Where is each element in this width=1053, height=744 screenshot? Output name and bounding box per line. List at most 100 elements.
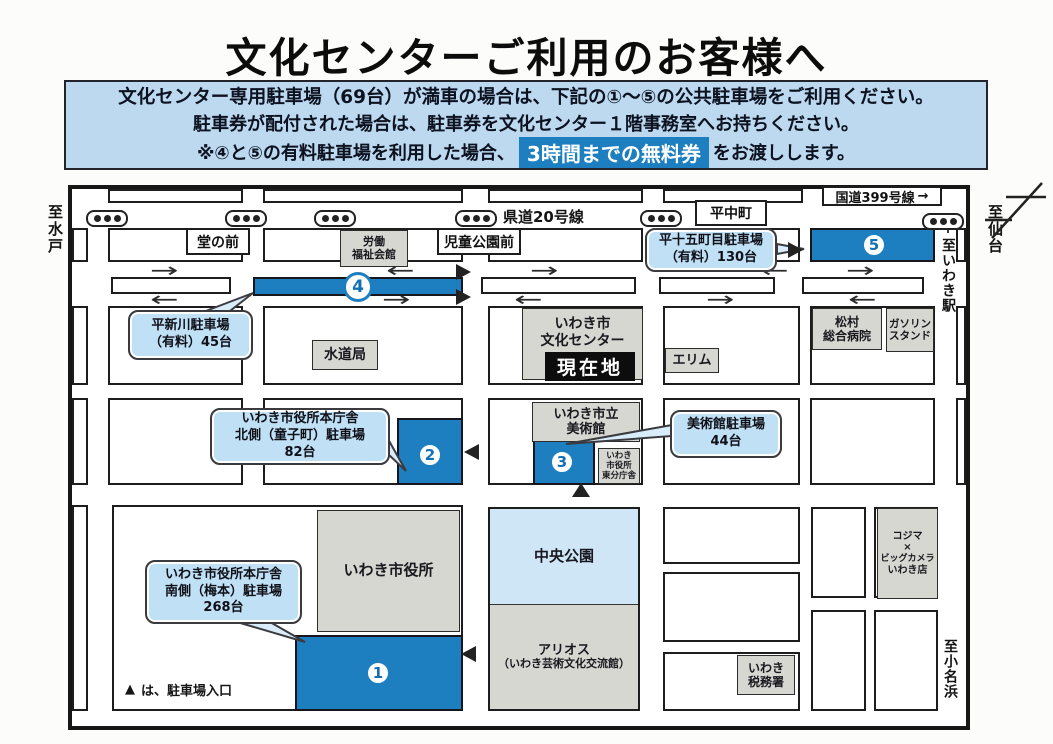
parking-number-1: 1 — [365, 660, 391, 686]
direction-onahama: 至小名浜 — [942, 639, 958, 699]
road-median — [111, 277, 231, 294]
parking-number-3: 3 — [549, 449, 575, 475]
parking-number-2: 2 — [417, 442, 443, 468]
building-label: いわき市 — [554, 316, 611, 332]
oneway-arrow-right: → — [706, 287, 735, 311]
building-suidokyoku: 水道局 — [312, 340, 378, 370]
city-block — [488, 189, 643, 203]
entrance-triangle-up — [572, 483, 590, 497]
road-label-kendo20: 県道20号線 — [503, 208, 584, 226]
building-label: アリオス — [537, 642, 590, 658]
callout-parking-2: いわき市役所本庁舎 北側（童子町）駐車場 82台 — [210, 408, 390, 465]
building-label: （いわき芸術文化交流館） — [498, 657, 630, 671]
building-label: エリム — [672, 352, 712, 368]
building-tax-office: いわき 税務署 — [737, 655, 795, 695]
direction-iwaki-station: ↑至いわき駅 — [940, 221, 956, 313]
oneway-arrow-right: → — [530, 258, 559, 282]
callout-line: 北側（童子町）駐車場 — [234, 428, 365, 444]
callout-line: 平新川駐車場 — [151, 318, 230, 334]
city-block — [663, 306, 800, 385]
building-alios: アリオス （いわき芸術文化交流館） — [490, 604, 638, 709]
road-median — [481, 277, 636, 294]
city-block — [810, 398, 935, 485]
entrance-triangle-left — [461, 646, 476, 662]
traffic-light-icon — [86, 210, 128, 227]
building-elim: エリム — [665, 348, 719, 373]
callout-line: 44台 — [710, 434, 742, 449]
callout-line: 美術館駐車場 — [686, 417, 765, 433]
intersection-donomae: 堂の前 — [186, 228, 250, 255]
traffic-light-icon — [314, 210, 356, 227]
entrance-triangle-icon: ▲ — [125, 682, 135, 697]
road-label-kokudo399: 国道399号線 → — [822, 186, 942, 206]
city-block — [663, 507, 800, 564]
notice-line-3-prefix: ※④と⑤の有料駐車場を利用した場合、 — [196, 143, 515, 164]
traffic-light-icon — [640, 210, 682, 227]
road-median — [659, 277, 775, 294]
entrance-triangle-right — [456, 289, 471, 305]
intersection-jidokoenmae: 児童公園前 — [437, 228, 521, 255]
map-legend: ▲ は、駐車場入口 — [125, 680, 232, 699]
callout-parking-5: 平十五町目駐車場 （有料）130台 — [645, 228, 777, 272]
city-block — [811, 610, 866, 711]
building-label: 中央公園 — [533, 546, 594, 565]
chuo-park: 中央公園 — [490, 509, 638, 604]
city-block — [956, 228, 966, 262]
building-gas-station: ガソリン スタンド — [886, 308, 934, 352]
direction-sendai: 至仙台 — [986, 204, 1004, 255]
city-block — [811, 507, 866, 598]
city-block — [108, 189, 243, 203]
callout-line: 268台 — [203, 600, 244, 616]
road-label: 国道399号線 — [835, 190, 915, 206]
oneway-arrow-left: ← — [150, 287, 179, 311]
intersection-hiranakamachi: 平中町 — [695, 200, 767, 226]
city-block — [874, 610, 938, 711]
railway-icon — [985, 182, 1046, 239]
city-block — [72, 505, 88, 711]
callout-line: 南側（梅本）駐車場 — [164, 583, 282, 599]
city-block — [72, 306, 88, 385]
building-rodo-fukushi-kaikan: 労働 福祉会館 — [340, 230, 408, 267]
notice-line-3: ※④と⑤の有料駐車場を利用した場合、 3時間までの無料券 をお渡しします。 — [196, 136, 855, 168]
page-title: 文化センターご利用のお客様へ — [225, 34, 828, 82]
building-label: ビッグカメラ — [880, 554, 935, 565]
building-label: 美術館 — [566, 422, 606, 437]
oneway-arrow-left: ← — [386, 258, 415, 282]
parking-number-5: 5 — [861, 232, 887, 258]
city-block — [72, 228, 88, 262]
building-label: 市役所 — [606, 460, 632, 471]
callout-line: （有料）130台 — [664, 250, 758, 265]
callout-line: 平十五町目駐車場 — [658, 233, 763, 249]
building-label: 松村 — [834, 314, 859, 329]
direction-mito: 至水戸 — [46, 204, 64, 255]
building-label: 労働 — [363, 234, 385, 248]
notice-line-2: 駐車券が配付された場合は、駐車券を文化センター１階事務室へお持ちください。 — [193, 113, 859, 135]
city-block — [72, 398, 88, 485]
building-label: いわき — [606, 450, 632, 461]
building-label: 総合病院 — [822, 329, 871, 343]
oneway-arrow-left: ← — [848, 287, 877, 311]
traffic-light-icon — [922, 213, 964, 230]
building-art-museum: いわき市立 美術館 — [532, 402, 640, 442]
building-label: 水道局 — [324, 346, 366, 363]
building-label: 税務署 — [747, 675, 784, 689]
city-block — [956, 306, 966, 385]
building-label: コジマ — [892, 530, 923, 542]
callout-parking-3: 美術館駐車場 44台 — [670, 410, 782, 458]
building-label: いわき市立 — [553, 406, 619, 422]
building-label: 文化センター — [540, 332, 625, 349]
callout-line: 82台 — [284, 444, 316, 460]
traffic-light-icon — [455, 210, 497, 227]
building-label: ガソリン — [889, 317, 931, 330]
current-location-badge: 現在地 — [545, 352, 635, 381]
entrance-triangle-left — [464, 444, 479, 460]
entrance-triangle-right — [788, 242, 803, 258]
notice-box: 文化センター専用駐車場（69台）が満車の場合は、下記の①～⑤の公共駐車場をご利用… — [64, 80, 988, 170]
traffic-light-icon — [225, 210, 267, 227]
callout-parking-1: いわき市役所本庁舎 南側（梅本）駐車場 268台 — [145, 560, 302, 624]
oneway-arrow-right: → — [846, 258, 875, 282]
building-kojima-biccamera: コジマ × ビッグカメラ いわき店 — [877, 508, 938, 599]
callout-line: （有料）45台 — [148, 335, 233, 350]
city-block — [663, 572, 800, 642]
